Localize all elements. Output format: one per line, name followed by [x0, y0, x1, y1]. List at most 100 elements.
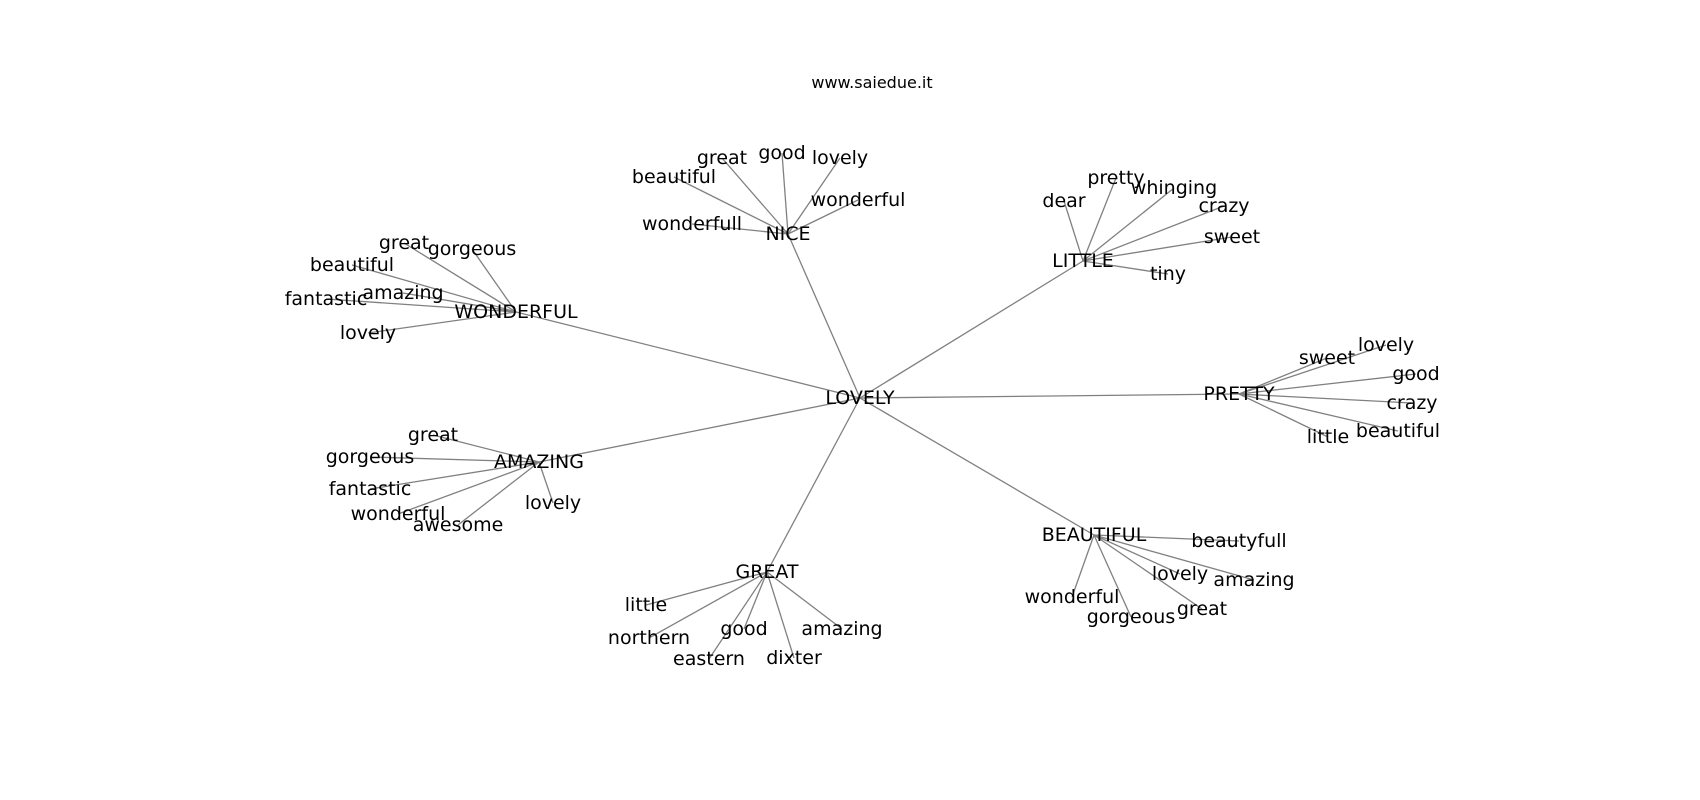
edge-little-crazy [1082, 205, 1225, 262]
leaf-node-nice-great: great [697, 147, 747, 169]
leaf-node-beautiful-great: great [1177, 598, 1227, 620]
leaf-node-little-crazy: crazy [1198, 195, 1249, 217]
leaf-node-nice-good: good [758, 142, 805, 164]
edge-lovely-great [766, 397, 861, 573]
edge-pretty-beautiful [1238, 393, 1399, 432]
edge-lovely-beautiful [859, 397, 1095, 536]
leaf-node-little-dear: dear [1042, 190, 1085, 212]
edge-beautiful-great [1093, 534, 1203, 610]
hub-node-wonderful: WONDERFUL [454, 301, 578, 323]
edge-little-pretty [1082, 177, 1117, 262]
hub-node-pretty: PRETTY [1203, 383, 1275, 405]
leaf-node-great-amazing: amazing [801, 618, 882, 640]
edge-beautiful-amazing [1093, 534, 1255, 581]
leaf-node-nice-beautiful: beautiful [632, 166, 716, 188]
hub-node-amazing: AMAZING [494, 451, 584, 473]
edge-little-tiny [1082, 260, 1169, 275]
edge-great-dixter [766, 571, 795, 659]
hub-node-beautiful: BEAUTIFUL [1042, 524, 1147, 546]
leaf-node-beautiful-wonderful: wonderful [1025, 586, 1120, 608]
edge-amazing-fantastic [369, 461, 540, 490]
leaf-node-nice-wonderfull: wonderfull [642, 213, 742, 235]
leaf-node-great-good: good [720, 618, 767, 640]
leaf-node-amazing-wonderful: wonderful [351, 503, 446, 525]
edge-beautiful-gorgeous [1093, 534, 1132, 618]
edge-beautiful-wonderful [1071, 534, 1095, 598]
leaf-node-amazing-gorgeous: gorgeous [326, 446, 414, 468]
leaf-node-great-little: little [625, 594, 667, 616]
edge-amazing-great [432, 434, 540, 463]
edge-beautiful-lovely [1093, 534, 1181, 575]
edge-great-eastern [708, 571, 768, 660]
edge-pretty-lovely [1238, 344, 1387, 395]
edge-great-little [645, 571, 768, 606]
edge-nice-wonderful [787, 199, 859, 235]
center-node-lovely: LOVELY [825, 387, 895, 409]
leaf-node-pretty-beautiful: beautiful [1356, 420, 1440, 442]
leaf-node-great-eastern: eastern [673, 648, 745, 670]
edge-great-amazing [766, 571, 843, 630]
leaf-node-beautiful-beautyfull: beautyfull [1191, 530, 1286, 552]
leaf-node-amazing-lovely: lovely [525, 492, 581, 514]
leaf-node-little-whinging: whinging [1131, 177, 1217, 199]
edge-amazing-gorgeous [369, 456, 540, 463]
leaf-node-little-sweet: sweet [1204, 226, 1260, 248]
edge-wonderful-great [403, 242, 517, 313]
leaf-node-beautiful-lovely: lovely [1152, 563, 1208, 585]
leaf-node-wonderful-fantastic: fantastic [285, 288, 368, 310]
edge-pretty-good [1238, 373, 1417, 395]
leaf-node-amazing-fantastic: fantastic [329, 478, 412, 500]
edge-lovely-pretty [859, 393, 1240, 399]
edge-amazing-wonderful [397, 461, 540, 515]
edge-little-dear [1063, 200, 1084, 262]
leaf-node-amazing-awesome: awesome [413, 514, 504, 536]
edge-nice-great [721, 157, 789, 235]
leaf-node-little-pretty: pretty [1087, 167, 1144, 189]
hub-node-nice: NICE [765, 223, 810, 245]
leaf-node-wonderful-beautiful: beautiful [310, 254, 394, 276]
edge-wonderful-lovely [367, 311, 517, 334]
edge-nice-good [781, 152, 789, 235]
edge-nice-wonderfull [691, 223, 789, 235]
leaf-node-amazing-great: great [408, 424, 458, 446]
edge-wonderful-amazing [402, 292, 517, 313]
edge-amazing-awesome [457, 461, 540, 526]
leaf-node-nice-wonderful: wonderful [811, 189, 906, 211]
leaf-node-wonderful-lovely: lovely [340, 322, 396, 344]
edge-wonderful-fantastic [325, 298, 517, 313]
leaf-node-great-dixter: dixter [766, 647, 822, 669]
leaf-node-pretty-sweet: sweet [1299, 347, 1355, 369]
edge-nice-beautiful [673, 176, 789, 235]
leaf-node-pretty-good: good [1392, 363, 1439, 385]
leaf-node-pretty-crazy: crazy [1386, 392, 1437, 414]
diagram-title: www.saiedue.it [811, 73, 932, 92]
leaf-node-nice-lovely: lovely [812, 147, 868, 169]
leaf-node-wonderful-amazing: amazing [362, 282, 443, 304]
edge-great-good [743, 571, 768, 630]
edge-lovely-little [859, 260, 1084, 399]
leaf-node-beautiful-amazing: amazing [1213, 569, 1294, 591]
edge-lovely-wonderful [515, 311, 861, 399]
edge-wonderful-gorgeous [471, 248, 517, 313]
edge-pretty-little [1238, 393, 1329, 438]
leaf-node-wonderful-great: great [379, 232, 429, 254]
edge-little-whinging [1082, 187, 1175, 262]
leaf-node-beautiful-gorgeous: gorgeous [1087, 606, 1175, 628]
hub-node-great: GREAT [735, 561, 798, 583]
edge-nice-lovely [787, 157, 841, 235]
leaf-node-great-northern: northern [608, 627, 690, 649]
hub-node-little: LITTLE [1052, 250, 1114, 272]
leaf-node-little-tiny: tiny [1150, 263, 1186, 285]
edge-wonderful-beautiful [351, 264, 517, 313]
edge-beautiful-beautyfull [1093, 534, 1240, 542]
leaf-node-wonderful-gorgeous: gorgeous [428, 238, 516, 260]
edge-pretty-crazy [1238, 393, 1413, 404]
edge-great-northern [648, 571, 768, 639]
edge-pretty-sweet [1238, 357, 1328, 395]
edge-little-sweet [1082, 236, 1233, 262]
edge-amazing-lovely [538, 461, 554, 504]
leaf-node-pretty-lovely: lovely [1358, 334, 1414, 356]
edge-lovely-amazing [538, 397, 861, 463]
